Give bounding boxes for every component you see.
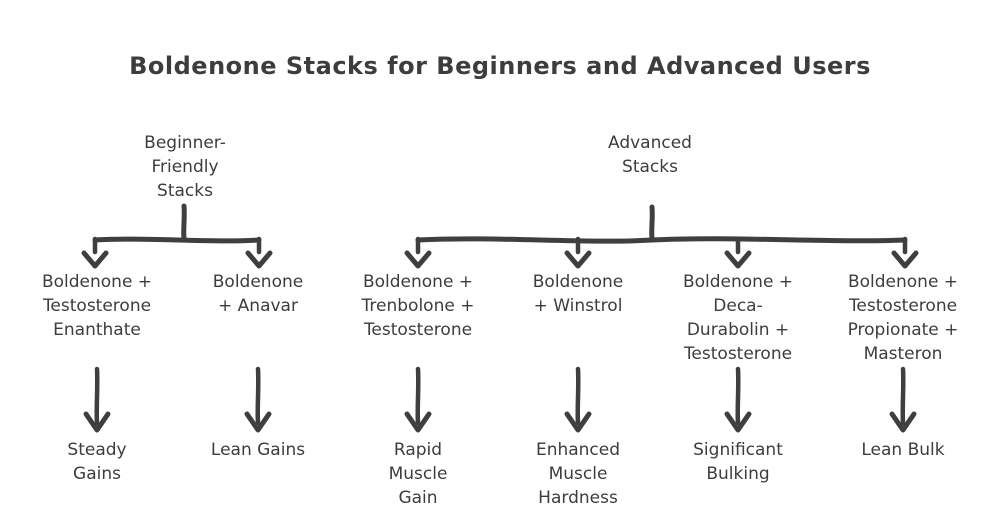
advanced-stub-line: [649, 204, 655, 242]
arrow-stem: [94, 366, 100, 426]
node-outcome-lean-bulk: Lean Bulk: [861, 440, 945, 460]
connector-beginner-split: [81, 203, 273, 269]
down-arrowhead-icon: [404, 411, 432, 433]
advanced-arrowhead-2-icon: [564, 250, 592, 269]
beginner-bar-line: [92, 236, 262, 244]
node-beginner-friendly-stacks: Beginner- Friendly Stacks: [144, 133, 226, 201]
connector-advanced-split: [404, 204, 919, 269]
beginner-stub-line: [181, 203, 187, 242]
arrow-to-enhanced-muscle-hardness: [564, 366, 592, 433]
arrow-stem: [415, 366, 421, 426]
node-stack-boldenone-testosterone-propionate-masteron: Boldenone + Testosterone Propionate + Ma…: [847, 272, 959, 364]
node-outcome-significant-bulking: Significant Bulking: [693, 440, 783, 484]
advanced-bar-line: [415, 236, 908, 244]
node-stack-boldenone-anavar: Boldenone + Anavar: [212, 272, 304, 316]
node-stack-boldenone-testosterone-enanthate: Boldenone + Testosterone Enanthate: [41, 272, 153, 340]
arrow-stem: [575, 366, 581, 426]
node-outcome-steady-gains: Steady Gains: [67, 440, 127, 484]
beginner-left-arrowhead-icon: [81, 250, 109, 269]
down-arrowhead-icon: [889, 411, 917, 433]
arrow-to-lean-gains: [244, 366, 272, 433]
arrow-to-significant-bulking: [724, 366, 752, 433]
beginner-right-arrowhead-icon: [245, 250, 273, 269]
arrow-to-rapid-muscle-gain: [404, 366, 432, 433]
advanced-arrowhead-4-icon: [891, 250, 919, 269]
node-advanced-stacks: Advanced Stacks: [608, 133, 692, 177]
arrow-to-steady-gains: [83, 366, 111, 433]
arrow-stem: [255, 366, 261, 426]
node-outcome-enhanced-muscle-hardness: Enhanced Muscle Hardness: [535, 440, 621, 508]
arrow-stem: [900, 366, 906, 426]
advanced-arrowhead-1-icon: [404, 250, 432, 269]
node-stack-boldenone-winstrol: Boldenone + Winstrol: [532, 272, 624, 316]
node-stack-boldenone-trenbolone-testosterone: Boldenone + Trenbolone + Testosterone: [361, 272, 475, 340]
diagram-title: Boldenone Stacks for Beginners and Advan…: [129, 52, 871, 80]
advanced-arrowhead-3-icon: [724, 250, 752, 269]
node-stack-boldenone-deca-durabolin-testosterone: Boldenone + Deca- Durabolin + Testostero…: [682, 272, 794, 364]
down-arrowhead-icon: [724, 411, 752, 433]
node-outcome-rapid-muscle-gain: Rapid Muscle Gain: [388, 440, 448, 508]
down-arrowhead-icon: [83, 411, 111, 433]
node-outcome-lean-gains: Lean Gains: [210, 440, 306, 460]
arrow-to-lean-bulk: [889, 366, 917, 433]
arrow-stem: [735, 366, 741, 426]
down-arrowhead-icon: [244, 411, 272, 433]
down-arrowhead-icon: [564, 411, 592, 433]
